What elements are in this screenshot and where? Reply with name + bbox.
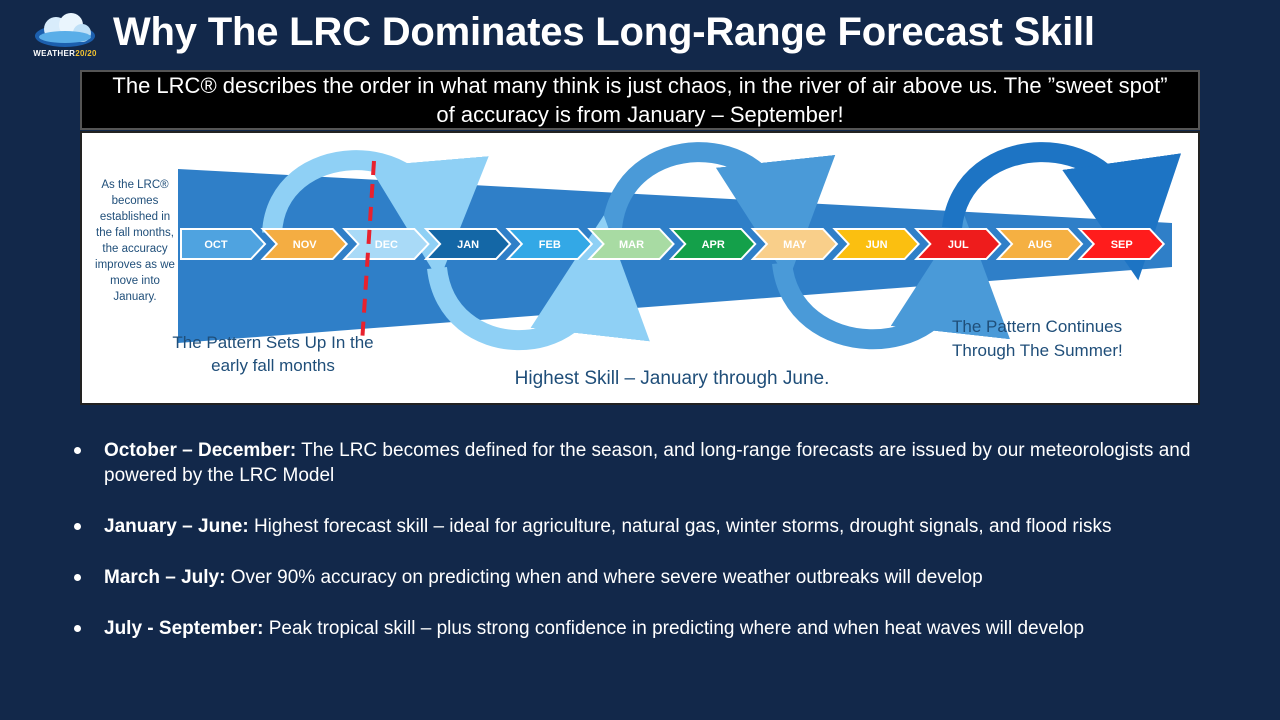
month-chevron-jan xyxy=(423,228,512,260)
month-chevron-may xyxy=(750,228,839,260)
loop-arrow-fall xyxy=(262,150,489,281)
month-label-oct: OCT xyxy=(204,239,228,251)
lrc-timeline-diagram: OCT NOV DEC JAN FEB MAR APR MAY JUN JUL AUG SEP As … xyxy=(80,131,1200,405)
bullet-item: October – December: The LRC becomes defi… xyxy=(72,438,1232,488)
note-pattern-continues: The Pattern Continues Through The Summer… xyxy=(952,317,1123,360)
note-pattern-setup: The Pattern Sets Up In the early fall mo… xyxy=(172,333,374,375)
month-chevron-mar xyxy=(587,228,675,260)
bullet-item: July - September: Peak tropical skill – … xyxy=(72,616,1232,641)
month-chevron-jul xyxy=(913,228,1002,260)
month-label-mar: MAR xyxy=(619,239,644,251)
month-chevron-aug xyxy=(995,228,1084,260)
month-label-nov: NOV xyxy=(293,239,318,251)
bullet-item: January – June: Highest forecast skill –… xyxy=(72,514,1232,539)
month-chevron-oct xyxy=(180,228,267,260)
logo-wordmark: WEATHER20/20 xyxy=(33,49,97,58)
weather2020-logo: WEATHER20/20 xyxy=(22,12,108,62)
month-label-feb: FEB xyxy=(539,239,561,251)
bullet-list: October – December: The LRC becomes defi… xyxy=(72,438,1232,667)
month-label-aug: AUG xyxy=(1028,239,1052,251)
month-label-may: MAY xyxy=(783,239,807,251)
timeline-graphic: OCT NOV DEC JAN FEB MAR APR MAY JUN JUL AUG SEP xyxy=(178,142,1182,351)
loop-arrow-winter-upper xyxy=(602,142,836,281)
month-label-sep: SEP xyxy=(1111,239,1133,251)
month-chevron-dec xyxy=(342,228,430,260)
note-highest-skill: Highest Skill – January through June. xyxy=(514,368,830,389)
loop-arrow-summer-upper xyxy=(942,142,1182,281)
loop-arrow-winter-lower xyxy=(427,215,650,351)
bullet-item: March – July: Over 90% accuracy on predi… xyxy=(72,565,1232,590)
month-label-jul: JUL xyxy=(948,239,969,251)
banner-text: The LRC® describes the order in what man… xyxy=(112,73,1168,127)
month-label-jan: JAN xyxy=(457,239,479,251)
month-chevron-jun xyxy=(832,228,920,260)
month-chevron-feb xyxy=(505,228,594,260)
month-chevron-nov xyxy=(260,228,349,260)
summary-banner: The LRC® describes the order in what man… xyxy=(80,70,1200,130)
season-divider-line xyxy=(360,160,376,344)
month-chevron-apr xyxy=(668,228,757,260)
loop-arrow-summer-lower xyxy=(772,213,1010,350)
cloud-logo-icon xyxy=(35,13,95,47)
month-label-dec: DEC xyxy=(375,239,398,251)
slide-title: Why The LRC Dominates Long-Range Forecas… xyxy=(113,10,1095,54)
side-note-text: As the LRC® becomes established in the f… xyxy=(95,179,175,303)
month-label-apr: APR xyxy=(702,239,725,251)
month-chevron-sep xyxy=(1077,228,1166,260)
month-label-jun: JUN xyxy=(866,239,888,251)
